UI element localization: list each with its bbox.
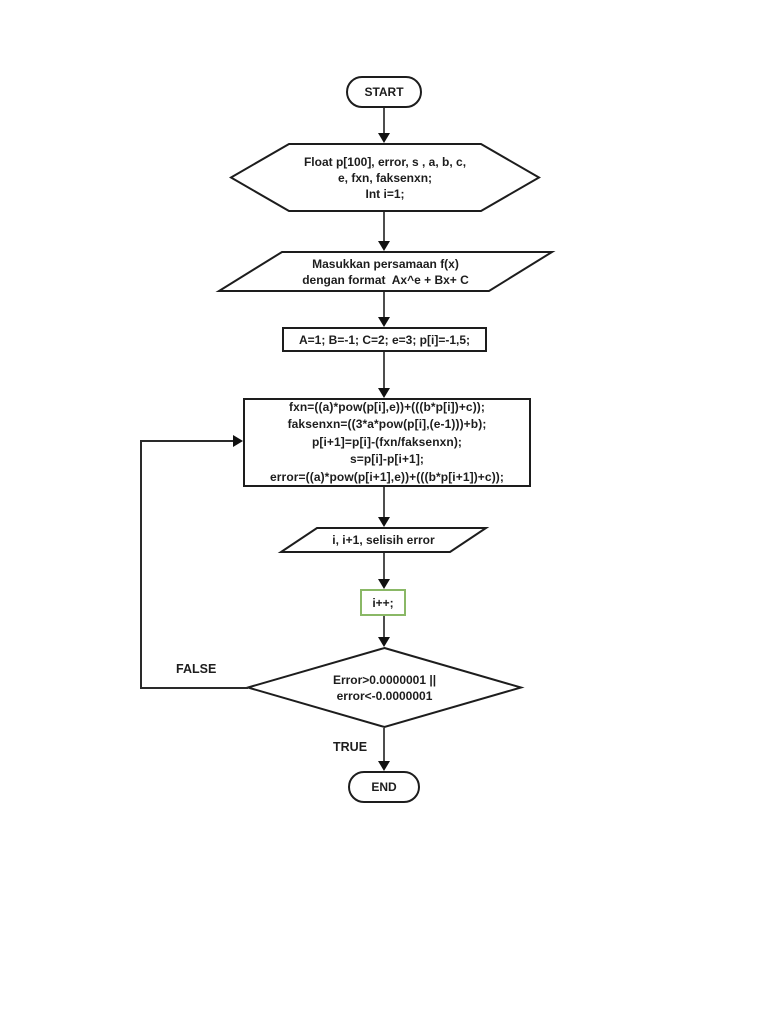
connector-init-process bbox=[383, 352, 385, 389]
hexagon-shape bbox=[229, 143, 541, 212]
arrowhead-increment bbox=[378, 579, 390, 589]
true-edge-vertical bbox=[383, 728, 385, 763]
init-rectangle: A=1; B=-1; C=2; e=3; p[i]=-1,5; bbox=[282, 327, 487, 352]
connector-increment-decision bbox=[383, 616, 385, 639]
process-line-1: fxn=((a)*pow(p[i],e))+(((b*p[i])+c)); bbox=[288, 399, 485, 414]
output-label: i, i+1, selisih error bbox=[332, 533, 435, 547]
connector-start-declare bbox=[383, 108, 385, 135]
output-parallelogram: i, i+1, selisih error bbox=[277, 527, 490, 553]
false-edge-horizontal-top bbox=[140, 440, 234, 442]
declare-line-1: Float p[100], error, s , a, b, c, bbox=[303, 154, 467, 169]
increment-label: i++; bbox=[372, 595, 394, 610]
arrowhead-output bbox=[378, 517, 390, 527]
input-line-2: dengan format Ax^e + Bx+ C bbox=[302, 272, 469, 287]
connector-input-init bbox=[383, 292, 385, 318]
parallelogram-shape bbox=[215, 251, 556, 292]
false-edge-label: FALSE bbox=[176, 662, 217, 676]
end-terminator: END bbox=[348, 771, 420, 803]
arrowhead-declare bbox=[378, 133, 390, 143]
false-edge-vertical bbox=[140, 440, 142, 689]
arrowhead-loopback bbox=[233, 435, 243, 447]
arrowhead-input bbox=[378, 241, 390, 251]
start-terminator: START bbox=[346, 76, 422, 108]
end-label: END bbox=[371, 780, 397, 794]
process-line-3: p[i+1]=p[i]-(fxn/faksenxn); bbox=[311, 434, 463, 449]
process-line-4: s=p[i]-p[i+1]; bbox=[349, 452, 425, 467]
process-rectangle: fxn=((a)*pow(p[i],e))+(((b*p[i])+c)); fa… bbox=[243, 398, 531, 487]
false-edge-horizontal-bottom bbox=[140, 687, 248, 689]
increment-rectangle: i++; bbox=[360, 589, 406, 616]
true-edge-label: TRUE bbox=[333, 740, 368, 754]
arrowhead-process bbox=[378, 388, 390, 398]
input-line-1: Masukkan persamaan f(x) bbox=[312, 256, 459, 271]
arrowhead-end bbox=[378, 761, 390, 771]
arrowhead-decision bbox=[378, 637, 390, 647]
connector-output-increment bbox=[383, 553, 385, 580]
decision-line-1: Error>0.0000001 || bbox=[332, 672, 437, 687]
parallelogram-shape bbox=[277, 527, 490, 553]
arrowhead-init bbox=[378, 317, 390, 327]
connector-process-output bbox=[383, 487, 385, 518]
connector-declare-input bbox=[383, 212, 385, 243]
input-parallelogram: Masukkan persamaan f(x) dengan format Ax… bbox=[215, 251, 556, 292]
start-label: START bbox=[364, 85, 404, 99]
process-line-2: faksenxn=((3*a*pow(p[i],(e-1)))+b); bbox=[287, 417, 487, 432]
declare-line-3: Int i=1; bbox=[365, 186, 405, 201]
process-line-5: error=((a)*pow(p[i+1],e))+(((b*p[i+1])+c… bbox=[270, 469, 504, 484]
decision-diamond: Error>0.0000001 || error<-0.0000001 bbox=[244, 646, 525, 729]
diamond-shape bbox=[244, 646, 525, 729]
decision-line-2: error<-0.0000001 bbox=[336, 688, 433, 703]
declare-hexagon: Float p[100], error, s , a, b, c, e, fxn… bbox=[229, 143, 541, 212]
declare-line-2: e, fxn, faksenxn; bbox=[337, 170, 433, 185]
init-label: A=1; B=-1; C=2; e=3; p[i]=-1,5; bbox=[298, 332, 471, 347]
